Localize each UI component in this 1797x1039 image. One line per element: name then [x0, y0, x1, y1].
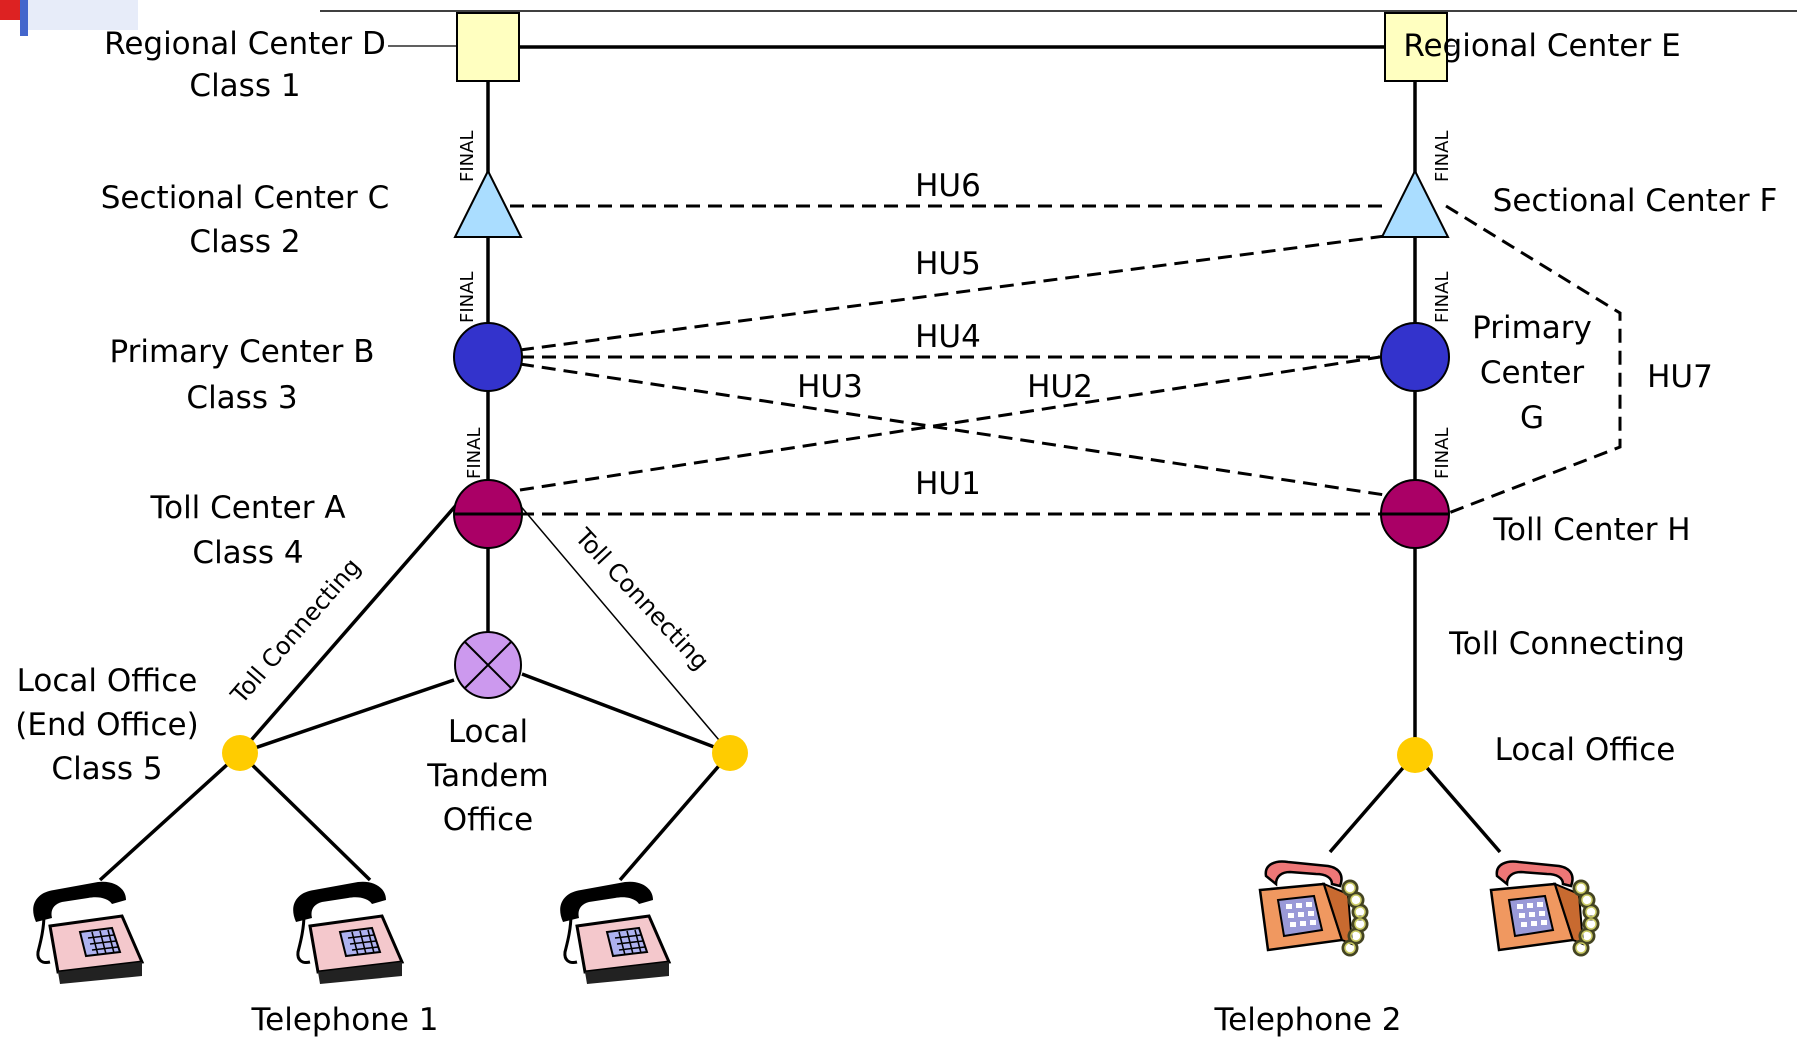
hu5-trunk [519, 234, 1386, 352]
hu7-trunk [1445, 204, 1622, 516]
toll-center-h-node [1380, 479, 1450, 549]
hu5-label: HU5 [915, 246, 981, 282]
final-label: FINAL [1432, 272, 1453, 323]
local-office-1-node [222, 735, 258, 771]
tandem-switch-icon [454, 631, 522, 699]
class4-label: Class 4 [192, 535, 303, 571]
sectional-center-f-label: Sectional Center F [1493, 183, 1778, 219]
primary-center-g-label: Center [1480, 355, 1585, 391]
hu4-label: HU4 [915, 319, 981, 355]
primary-center-g-label: Primary [1472, 310, 1592, 346]
final-label: FINAL [457, 131, 478, 182]
local-tandem-label: Tandem [426, 758, 548, 794]
slide-logo [0, 0, 138, 36]
final-label: FINAL [1432, 131, 1453, 182]
class5-label: Class 5 [51, 751, 162, 787]
rotary-phone-icon [1258, 860, 1369, 957]
primary-center-g-node [1380, 322, 1450, 392]
pushbutton-phone-icon [31, 880, 144, 986]
high-usage-trunks [510, 204, 1622, 516]
regional-center-e-label: Regional Center E [1403, 28, 1680, 64]
regional-center-d-node [456, 12, 520, 82]
end-office-label: (End Office) [15, 707, 198, 743]
pushbutton-phone-icon [558, 880, 671, 986]
toll-center-a-node [453, 479, 523, 549]
pushbutton-phone-icon [291, 880, 404, 986]
regional-center-d-label: Regional Center D [104, 26, 386, 62]
sectional-center-f-node [1380, 168, 1450, 238]
toll-connecting-label: Toll Connecting [569, 522, 715, 675]
local-office-label: Local Office [1495, 732, 1676, 768]
class2-label: Class 2 [189, 224, 300, 260]
primary-center-g-label: G [1520, 400, 1544, 436]
local-office-label: Local Office [17, 663, 198, 699]
telephone2-label: Telephone 2 [1213, 1002, 1401, 1038]
local-tandem-label: Office [443, 802, 534, 838]
hu7-label: HU7 [1647, 359, 1713, 395]
left-hierarchy-links [98, 45, 1389, 882]
hu2-label: HU2 [1027, 369, 1093, 405]
toll-center-a-label: Toll Center A [149, 490, 345, 526]
regional-center-e-node [1384, 12, 1448, 82]
final-label: FINAL [1432, 428, 1453, 479]
primary-center-b-node [453, 322, 523, 392]
hu2-trunk [519, 355, 1381, 492]
hu1-label: HU1 [915, 466, 981, 502]
toll-center-h-label: Toll Center H [1492, 512, 1690, 548]
class3-label: Class 3 [186, 380, 297, 416]
local-office-2-node [712, 735, 748, 771]
primary-center-b-label: Primary Center B [109, 334, 374, 370]
final-label: FINAL [464, 428, 485, 479]
hu3-trunk [519, 362, 1386, 497]
rotary-phone-icon [1489, 860, 1600, 957]
local-office-right-node [1397, 737, 1433, 773]
local-tandem-label: Local [448, 714, 528, 750]
sectional-center-c-node [453, 168, 523, 238]
final-label: FINAL [457, 272, 478, 323]
toll-connecting-label: Toll Connecting [1448, 626, 1685, 662]
class1-label: Class 1 [189, 68, 300, 104]
sectional-center-c-label: Sectional Center C [101, 180, 389, 216]
telephone1-label: Telephone 1 [250, 1002, 438, 1038]
hu6-label: HU6 [915, 168, 981, 204]
hu3-label: HU3 [797, 369, 863, 405]
right-hierarchy-links [1328, 80, 1502, 854]
